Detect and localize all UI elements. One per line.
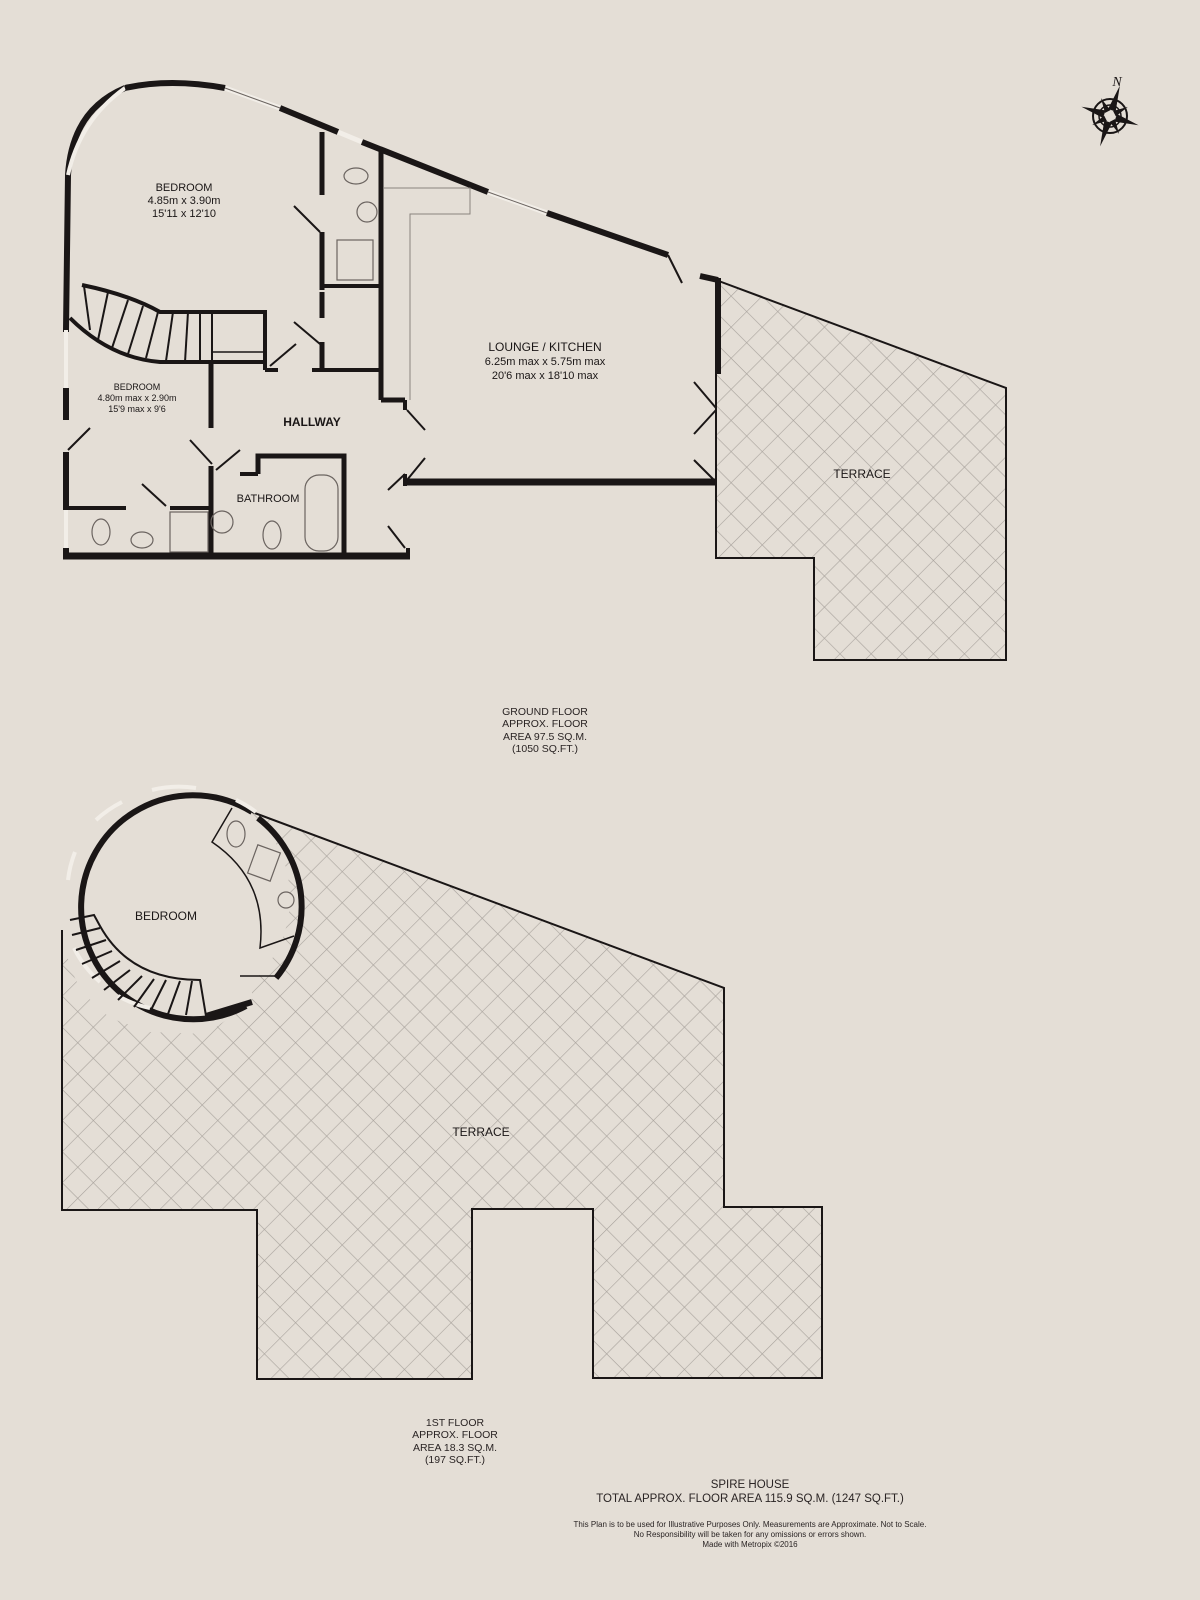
shower-icon [336,239,374,281]
spiral-stair-treads [71,927,193,1016]
ground-floor: BEDROOM 4.85m x 3.90m 15'11 x 12'10 BEDR… [63,80,1007,661]
outer-wall-top [124,80,226,91]
area-line: APPROX. FLOOR [412,1429,498,1442]
room-label-terrace-first: TERRACE [452,1125,509,1139]
outer-wall-diagonal-1 [278,105,340,135]
door-leaf [269,343,297,367]
spiral-staircase [69,913,207,1017]
sink-icon [130,531,154,549]
area-line: (197 SQ.FT.) [424,1454,486,1467]
door-leaf [215,449,241,471]
sink-icon [210,510,234,534]
room-label-hallway: HALLWAY [283,415,341,429]
window-round-4 [72,947,102,984]
first-floor: BEDROOM TERRACE [61,784,823,1380]
window-frame [224,87,281,109]
room-dim-bedroom-2-metric: 4.80m max x 2.90m [97,393,176,403]
room-label-bedroom-1: BEDROOM [156,182,213,194]
round-bedroom-wall-east [256,815,305,980]
wall-stub [699,273,719,283]
window-round-5 [117,994,151,1010]
bath-icon [304,474,339,552]
window-round-1 [151,784,197,792]
door-leaf [406,457,426,481]
ground-terrace-area [715,278,1007,661]
door-leaf [387,473,406,491]
toilet-icon [226,820,246,848]
door-leaf [293,321,321,345]
room-dim-bedroom-1-imperial: 15'11 x 12'10 [152,208,216,220]
room-label-bathroom: BATHROOM [237,493,300,505]
toilet-icon [91,518,111,546]
stair-wall [205,999,253,1019]
window-round-6 [235,798,258,814]
compass-rose-icon: N [1081,75,1139,147]
disclaimer: This Plan is to be used for Illustrative… [520,1520,980,1550]
door-leaf [293,205,321,233]
property-title: SPIRE HOUSE [710,1479,790,1491]
total-area-note: SPIRE HOUSE TOTAL APPROX. FLOOR AREA 115… [520,1479,980,1506]
door-leaf [693,409,717,435]
disclaimer-line: This Plan is to be used for Illustrative… [573,1520,927,1529]
total-area-line: TOTAL APPROX. FLOOR AREA 115.9 SQ.M. (12… [596,1492,904,1505]
door-leaf [693,459,717,483]
area-line: AREA 18.3 SQ.M. [412,1441,498,1454]
stair-treads [83,285,213,363]
area-line: AREA 97.5 SQ.M. [502,730,588,743]
door-leaf [406,409,426,431]
shower-icon [169,511,209,553]
room-dim-bedroom-2-imperial: 15'9 max x 9'6 [108,404,165,414]
first-floor-area-note: 1ST FLOOR APPROX. FLOOR AREA 18.3 SQ.M. … [360,1417,550,1467]
toilet-icon [343,167,369,185]
area-line: (1050 SQ.FT.) [512,743,578,756]
room-label-lounge-kitchen: LOUNGE / KITCHEN [488,340,601,354]
door-leaf [67,427,91,451]
room-label-bedroom-2: BEDROOM [114,382,161,392]
toilet-icon [262,520,282,550]
first-terrace-outline [61,811,823,1380]
ground-floor-area-note: GROUND FLOOR APPROX. FLOOR AREA 97.5 SQ.… [450,706,640,756]
shower-icon [246,844,282,882]
door-leaf [189,439,213,465]
room-dim-lounge-imperial: 20'6 max x 18'10 max [492,370,599,382]
room-dim-lounge-metric: 6.25m max x 5.75m max [485,356,606,368]
compass-north-label: N [1111,75,1122,90]
room-label-terrace-ground: TERRACE [833,467,890,481]
disclaimer-line: Made with Metropix ©2016 [702,1540,798,1549]
bathroom-wall [255,453,347,555]
door-leaf [141,483,167,507]
area-line: APPROX. FLOOR [502,718,588,731]
round-ensuite [210,807,295,950]
area-line: GROUND FLOOR [502,706,588,718]
window-ensuite [337,129,363,145]
room-dim-bedroom-1-metric: 4.85m x 3.90m [148,195,221,207]
door-leaf [693,381,717,409]
round-bedroom-wall [78,792,254,1023]
window-frame [487,191,548,214]
door-leaf-terrace-top [667,254,683,284]
outer-wall-diagonal-3 [546,210,669,258]
kitchen-counter [384,187,471,400]
sink-icon [356,201,378,223]
sink-icon [277,891,295,909]
room-label-bedroom-first: BEDROOM [135,909,197,923]
window-round-3 [66,851,77,881]
disclaimer-line: No Responsibility will be taken for any … [633,1530,867,1539]
door-leaf [387,525,406,549]
area-line: 1ST FLOOR [425,1417,485,1429]
window-round-2 [94,800,123,822]
window-bedroom-1 [66,86,127,176]
